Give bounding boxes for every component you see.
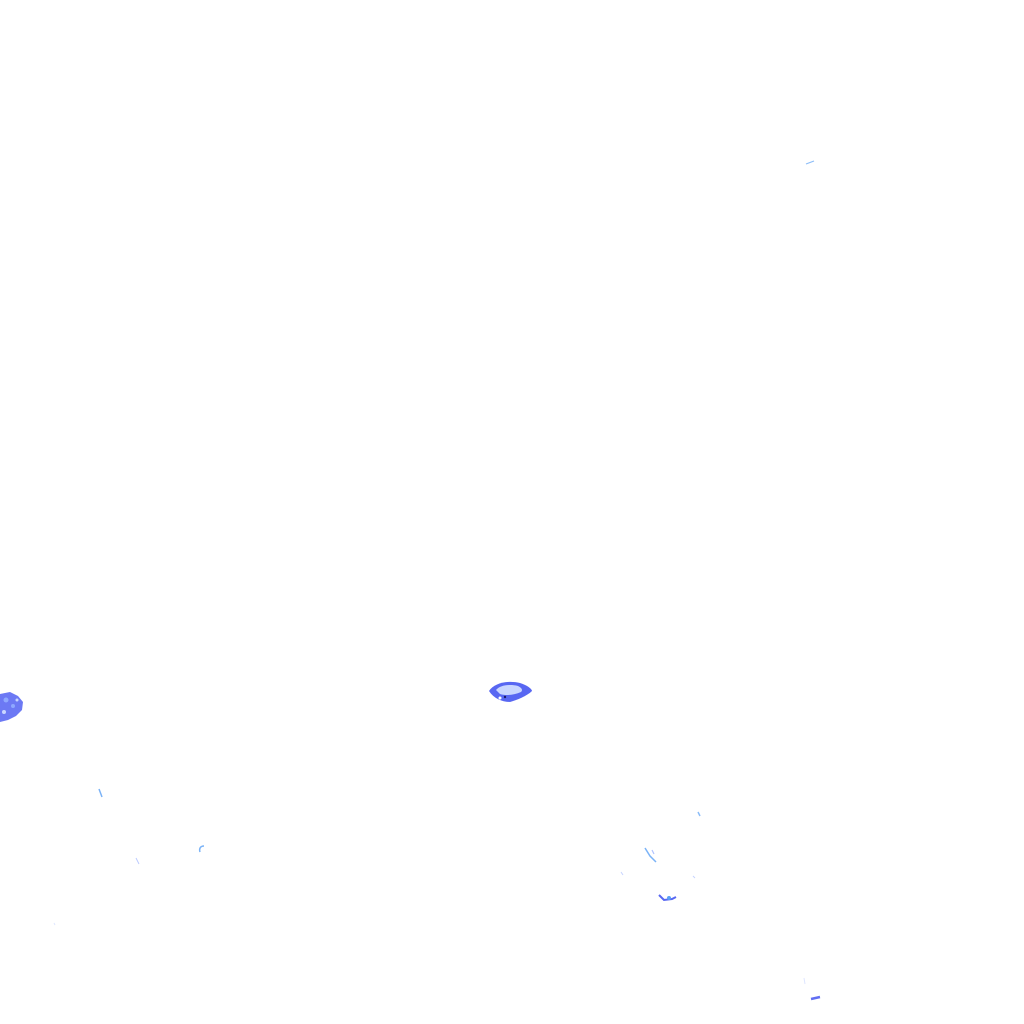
left-edge-blob	[0, 692, 23, 722]
speck	[620, 871, 624, 876]
speck	[98, 788, 103, 798]
speck	[644, 847, 657, 863]
left-edge-blob-speck	[15, 698, 19, 702]
center-blob-dot	[498, 696, 502, 700]
speck	[53, 922, 56, 926]
speck	[805, 160, 815, 165]
speck	[135, 857, 140, 865]
speck	[667, 896, 671, 900]
center-blob-dot	[503, 695, 507, 699]
speck	[810, 995, 821, 1001]
center-blob-inner	[496, 685, 522, 696]
speck	[198, 845, 205, 853]
speck	[803, 977, 806, 985]
speck	[692, 875, 696, 879]
left-edge-blob-speck	[11, 704, 15, 708]
speck	[651, 849, 655, 855]
speck	[697, 811, 701, 817]
center-blob	[489, 681, 532, 702]
left-edge-blob-speck	[2, 710, 6, 714]
left-edge-blob-speck	[3, 697, 9, 703]
